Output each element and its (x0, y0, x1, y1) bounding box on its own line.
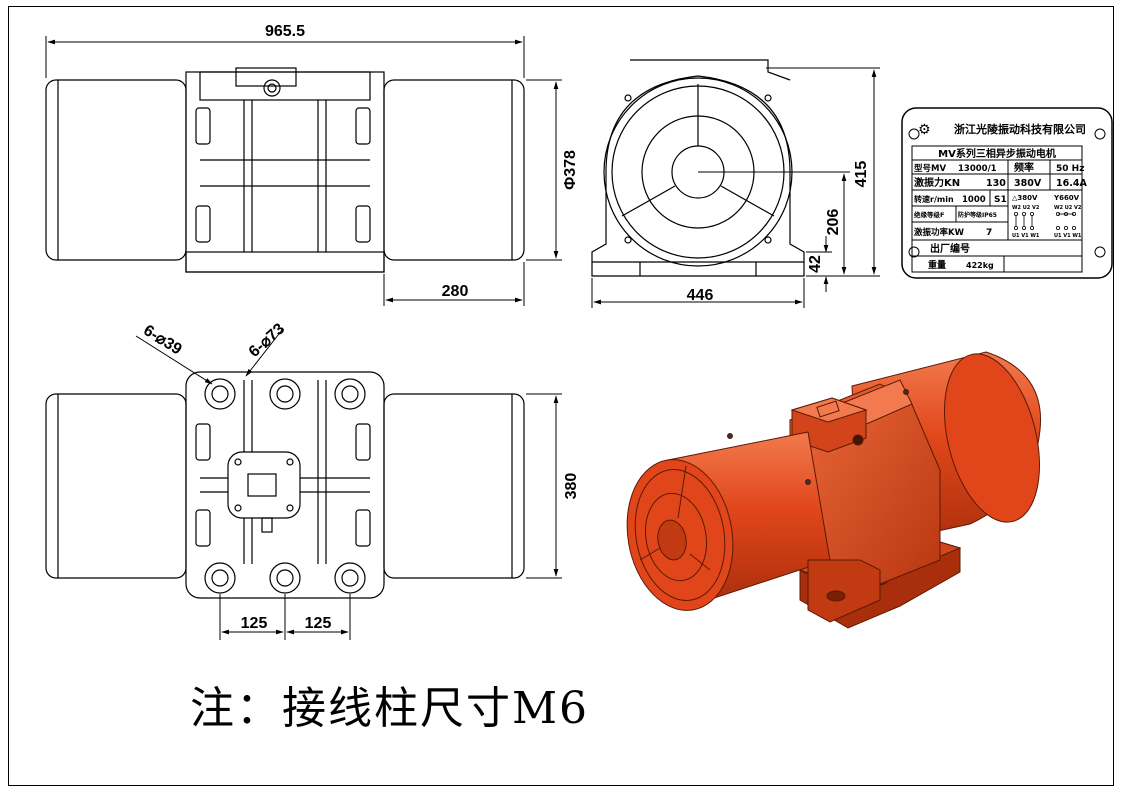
plan-view (45, 371, 525, 599)
dim-base-depth: 380 (563, 473, 580, 500)
plate-terminals-top-star: W2 U2 V2 (1054, 205, 1082, 211)
dim-diameter: Φ378 (562, 150, 579, 190)
plate-speed-label: 转速r/min (914, 194, 954, 204)
plate-insulation: 绝缘等级F (914, 210, 944, 219)
plate-voltage: 380V (1014, 178, 1042, 189)
dimension-lines-top (45, 36, 562, 306)
plate-force-value: 130 (986, 178, 1006, 189)
dim-total-height: 415 (853, 161, 870, 188)
logo-icon: ⚙ (918, 122, 931, 138)
dim-base-thickness: 42 (807, 255, 824, 273)
dim-base-width: 446 (687, 287, 714, 304)
dim-center-height: 206 (825, 209, 842, 236)
nameplate: ⚙ 浙江光陵振动科技有限公司 MV系列三相异步振动电机 型号MV 13000/1… (901, 107, 1113, 279)
plate-freq-value: 50 Hz (1056, 164, 1084, 174)
plate-terminals-top-delta: W2 U2 V2 (1012, 205, 1040, 211)
plate-weight-label: 重量 (928, 259, 946, 271)
front-view (591, 59, 805, 277)
dimension-lines-front (591, 67, 880, 308)
motor-3d-render (626, 351, 1042, 629)
side-view-top (45, 67, 525, 273)
plate-power-value: 7 (986, 228, 992, 238)
plate-model-label: 型号MV (914, 163, 946, 174)
dim-hole-pitch-2: 125 (305, 615, 332, 632)
plate-model-value: 13000/1 (958, 164, 997, 174)
plate-series: MV系列三相异步振动电机 (938, 147, 1056, 160)
plate-protection: 防护等级IP65 (958, 211, 997, 219)
dim-hole-pitch-1: 125 (241, 615, 268, 632)
plate-delta-label: △380V (1012, 194, 1038, 202)
plate-company: 浙江光陵振动科技有限公司 (954, 122, 1086, 136)
plate-freq-label: 频率 (1014, 161, 1034, 174)
plate-star-label: Y660V (1053, 194, 1080, 202)
plate-weight-value: 422kg (966, 261, 994, 270)
dimension-lines-plan (135, 329, 562, 640)
plate-speed-value: 1000 (962, 195, 986, 205)
plate-current: 16.4A (1056, 178, 1087, 189)
plate-terminals-bottom-star: U1 V1 W1 (1054, 233, 1082, 239)
plate-power-label: 激振功率KW (914, 227, 965, 238)
drawing-frame (8, 6, 1114, 786)
plate-serial-label: 出厂编号 (930, 242, 970, 255)
dim-overall-length: 965.5 (265, 23, 305, 40)
dim-half-length: 280 (442, 283, 469, 300)
dim-bolt-holes-large: 6-⌀73 (246, 320, 288, 361)
plate-force-label: 激振力KN (914, 176, 960, 189)
plate-duty: S1 (994, 195, 1007, 205)
plate-terminals-bottom-delta: U1 V1 W1 (1012, 233, 1040, 239)
note-text: 注：接线柱尺寸M6 (190, 683, 590, 734)
